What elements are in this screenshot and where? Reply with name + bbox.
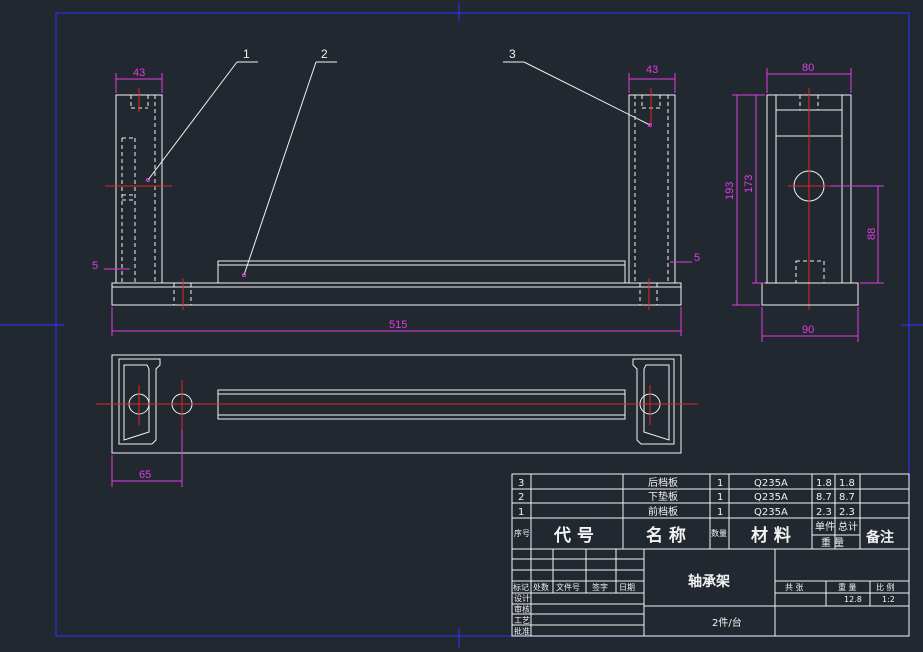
- row-1-no: 1: [518, 507, 524, 518]
- dim-hole-distance: 65: [139, 469, 151, 481]
- side-view: [761, 88, 880, 310]
- row-2-total: 8.7: [839, 492, 855, 503]
- header-weight: 重 量: [821, 536, 844, 549]
- stage-label: 共 张: [785, 583, 804, 592]
- row-3-total: 1.8: [839, 478, 855, 489]
- rev-col-count: 处数: [533, 582, 549, 592]
- row-3-unit: 1.8: [816, 478, 832, 489]
- header-qty: 数量: [711, 528, 727, 538]
- weight-value: 12.8: [844, 595, 862, 604]
- front-dimensions: [104, 73, 692, 336]
- scale-label: 比 例: [876, 582, 895, 592]
- scale-value: 1:2: [882, 595, 895, 604]
- drawing-title: 轴承架: [688, 573, 730, 590]
- header-no: 序号: [514, 528, 530, 538]
- row-1-total: 2.3: [839, 507, 855, 518]
- dim-right-width: 43: [646, 64, 658, 76]
- row-1-qty: 1: [717, 507, 723, 518]
- dim-overall-length: 515: [389, 319, 407, 331]
- dim-left-offset: 5: [92, 260, 98, 272]
- header-material: 材 料: [751, 525, 791, 546]
- row-3-name: 后档板: [648, 476, 678, 489]
- dim-left-width: 43: [133, 67, 145, 79]
- row-1-material: Q235A: [754, 507, 788, 518]
- row-2-material: Q235A: [754, 492, 788, 503]
- front-view: [105, 88, 682, 310]
- row-2-name: 下垫板: [648, 490, 678, 503]
- row-2-no: 2: [518, 492, 524, 503]
- rev-col-file: 文件号: [556, 582, 580, 592]
- top-dimensions: [111, 430, 183, 487]
- row-2-qty: 1: [717, 492, 723, 503]
- leaders: [146, 61, 652, 277]
- row-3-no: 3: [518, 478, 524, 489]
- title-block-lines: [511, 473, 910, 637]
- dim-right-offset: 5: [694, 252, 700, 264]
- side-dimensions: [732, 68, 884, 342]
- row-1-name: 前档板: [648, 505, 678, 518]
- row-3-material: Q235A: [754, 478, 788, 489]
- rev-col-date: 日期: [619, 583, 635, 592]
- header-total: 总计: [838, 520, 858, 533]
- part-label-2: 2: [321, 47, 328, 61]
- dim-height-inner: 173: [743, 175, 755, 193]
- frame-center-marks: [0, 3, 923, 648]
- header-code: 代 号: [553, 525, 594, 546]
- quantity-per: 2件/台: [712, 616, 742, 629]
- row-1-unit: 2.3: [816, 507, 832, 518]
- row-2-unit: 8.7: [816, 492, 832, 503]
- dim-hole-height: 88: [866, 228, 878, 240]
- rev-col-mark: 标记: [513, 582, 529, 592]
- dim-height-total: 193: [724, 182, 736, 200]
- part-label-3: 3: [509, 47, 516, 61]
- role-design: 设计: [514, 593, 530, 603]
- header-unit: 单件: [815, 521, 835, 533]
- top-view: [96, 354, 698, 454]
- dim-side-top-width: 80: [802, 62, 814, 74]
- header-name: 名 称: [646, 525, 686, 546]
- role-approve: 批准: [514, 626, 530, 636]
- dim-side-bottom-width: 90: [802, 324, 814, 336]
- row-3-qty: 1: [717, 478, 723, 489]
- weight-label: 重 量: [838, 582, 857, 592]
- role-review: 审核: [514, 604, 530, 614]
- part-label-1: 1: [243, 47, 250, 61]
- header-remark: 备注: [865, 529, 894, 546]
- role-process: 工艺: [514, 616, 530, 625]
- rev-col-sign: 签字: [592, 582, 608, 592]
